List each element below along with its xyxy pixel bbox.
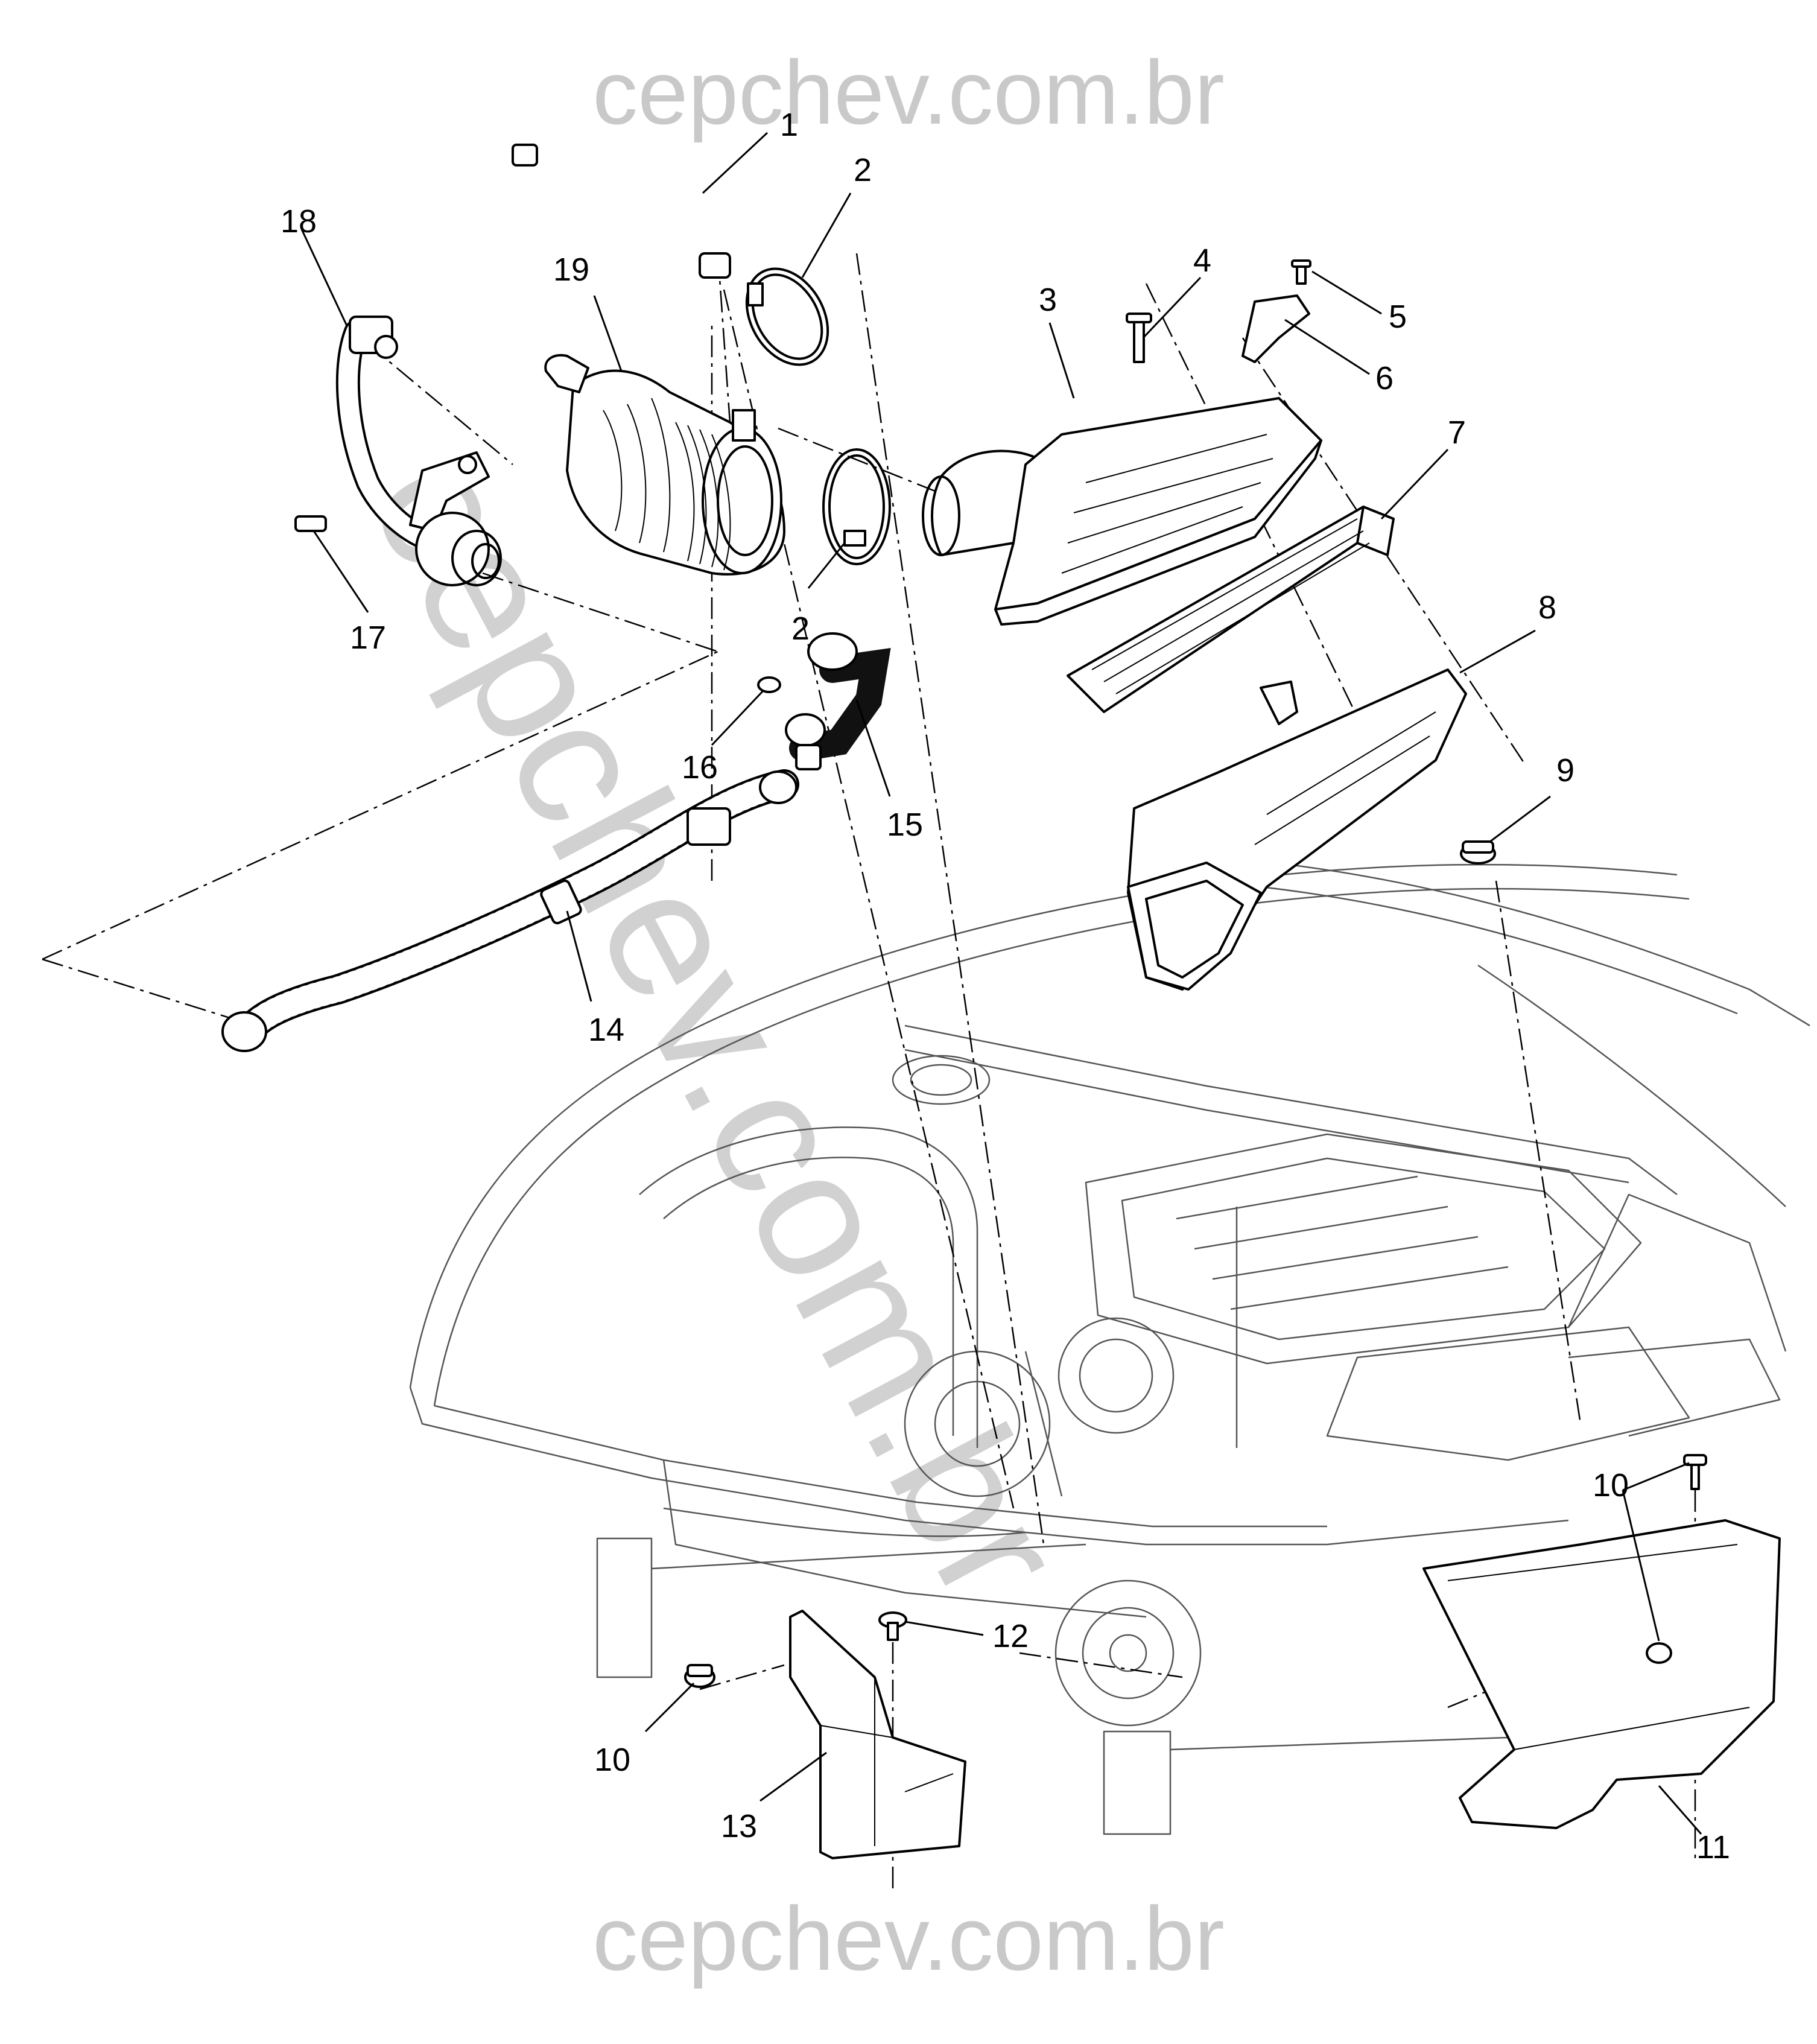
part-12-push-pin [878,1611,907,1641]
part-2-clamp-lower [822,448,891,565]
callout-2-lower: 2 [791,611,810,647]
part-7-air-filter [1067,506,1395,713]
watermark-bottom: cepchev.com.br [592,1888,1225,1989]
callout-19: 19 [553,252,589,288]
callout-15: 15 [887,807,923,843]
callout-9: 9 [1556,752,1574,789]
part-2-clamp-upper [745,267,829,366]
watermark-top: cepchev.com.br [592,42,1225,143]
callout-3: 3 [1039,282,1057,318]
callout-11: 11 [1696,1829,1730,1865]
part-6-sensor [1241,294,1310,363]
callout-1: 1 [780,107,798,143]
part-4-bolt [1126,313,1152,363]
part-9-grommet [1460,840,1496,865]
part-15-connector-hose [785,632,891,770]
part-10-clip-left [684,1664,715,1688]
part-19-air-intake-duct [544,354,785,576]
part-5-screw [1291,259,1311,285]
callout-5: 5 [1389,299,1407,335]
callout-leaders [300,132,1702,1835]
part-17-bracket-assembly [294,451,502,586]
part-11-splash-shield [1422,1519,1781,1829]
callout-18: 18 [281,203,317,240]
callout-numbers: 1 2 2 3 4 5 6 7 8 9 10 10 11 12 13 14 15… [281,107,1730,1865]
callout-12: 12 [992,1618,1029,1654]
part-13-splash-shield [789,1610,966,1859]
callout-8: 8 [1538,589,1556,626]
part-3-air-cleaner-cover [922,397,1322,626]
part-14-corrugated-hose [221,769,799,1052]
callout-10-right: 10 [1593,1467,1629,1503]
vehicle-front-structure [409,855,1810,1835]
watermark-diagonal: cepchev.com.br [332,421,1105,1633]
callout-4: 4 [1193,243,1211,279]
callout-6: 6 [1375,360,1394,396]
callout-14: 14 [588,1012,624,1048]
part-10-clip-right [1683,1454,1707,1490]
callout-2-upper: 2 [854,152,872,188]
callout-16: 16 [682,749,718,786]
part-16-seal [757,676,781,693]
part-1-pcv-tube [471,110,731,279]
callout-10-left: 10 [594,1742,630,1778]
callout-7: 7 [1448,414,1466,451]
callout-13: 13 [721,1808,757,1844]
callout-17: 17 [350,620,386,656]
assembly-lines [42,253,1696,1888]
part-8-air-cleaner-housing [1127,668,1467,991]
